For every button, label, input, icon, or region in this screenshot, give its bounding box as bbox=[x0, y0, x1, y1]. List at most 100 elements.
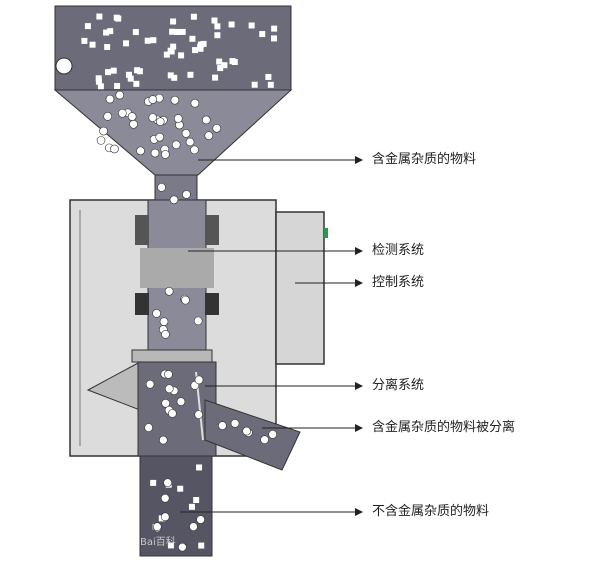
label-detection-system: 检测系统 bbox=[372, 243, 425, 258]
particle bbox=[202, 115, 211, 125]
particle bbox=[229, 58, 236, 65]
particle bbox=[164, 384, 174, 394]
hopper-funnel bbox=[53, 89, 293, 176]
particle bbox=[196, 464, 203, 471]
particle bbox=[163, 478, 172, 488]
particle bbox=[152, 309, 161, 318]
label-control-system: 控制系统 bbox=[372, 275, 425, 290]
particle bbox=[204, 131, 214, 140]
particle bbox=[113, 14, 120, 21]
particle bbox=[144, 37, 151, 44]
particle bbox=[169, 28, 176, 35]
particle bbox=[134, 67, 141, 74]
particle bbox=[96, 136, 106, 145]
particle bbox=[190, 145, 199, 155]
particle bbox=[161, 398, 170, 408]
particle bbox=[170, 18, 177, 25]
particle bbox=[167, 47, 174, 54]
particle bbox=[196, 515, 205, 524]
particle bbox=[177, 485, 184, 492]
watermark: Bai百科 bbox=[140, 537, 176, 548]
particle bbox=[152, 522, 162, 532]
particle bbox=[105, 69, 112, 76]
separation-chamber bbox=[137, 361, 217, 457]
particle bbox=[193, 497, 200, 504]
particle bbox=[214, 32, 221, 39]
particle bbox=[95, 75, 102, 82]
particle bbox=[161, 330, 170, 339]
particle bbox=[170, 43, 177, 50]
particle bbox=[129, 119, 138, 129]
particle bbox=[159, 435, 168, 445]
reject-chute bbox=[204, 399, 301, 471]
particle bbox=[271, 25, 278, 32]
label-clean-output: 不含金属杂质的物料 bbox=[372, 504, 490, 519]
particle bbox=[187, 71, 194, 78]
particle bbox=[150, 37, 157, 44]
particle bbox=[107, 28, 114, 35]
label-separation-system: 分离系统 bbox=[372, 378, 425, 393]
particle bbox=[168, 409, 177, 418]
particle bbox=[97, 83, 104, 90]
particle bbox=[169, 195, 179, 205]
particle bbox=[164, 370, 173, 379]
label-separated-material: 含金属杂质的物料被分离 bbox=[372, 420, 516, 435]
particle bbox=[148, 95, 158, 104]
particle bbox=[181, 129, 191, 138]
particle bbox=[268, 430, 277, 439]
particle bbox=[148, 113, 158, 122]
particle bbox=[178, 52, 185, 59]
particle bbox=[110, 144, 119, 154]
control-box bbox=[275, 211, 325, 365]
particle bbox=[103, 29, 110, 36]
particle bbox=[216, 58, 223, 65]
particle bbox=[157, 183, 166, 192]
particle bbox=[150, 479, 157, 486]
particle bbox=[125, 71, 132, 78]
particle bbox=[190, 13, 197, 20]
detection-band bbox=[140, 248, 214, 288]
particle bbox=[155, 132, 165, 142]
particle bbox=[96, 13, 103, 20]
particle bbox=[242, 426, 251, 436]
particle bbox=[176, 397, 186, 406]
particle bbox=[115, 90, 125, 100]
particle bbox=[198, 542, 205, 549]
particle bbox=[136, 146, 145, 156]
particle bbox=[260, 435, 269, 445]
particle bbox=[230, 419, 240, 428]
particle bbox=[114, 82, 121, 89]
particle bbox=[104, 43, 111, 50]
particle bbox=[167, 542, 174, 549]
particle bbox=[248, 22, 255, 29]
particle bbox=[170, 95, 180, 105]
particle bbox=[159, 317, 169, 326]
particle bbox=[214, 23, 221, 30]
particle bbox=[144, 423, 153, 432]
particle bbox=[271, 35, 278, 42]
particle bbox=[103, 112, 112, 121]
particle bbox=[194, 410, 203, 419]
particle bbox=[189, 522, 198, 531]
particle bbox=[155, 117, 165, 126]
particle bbox=[84, 23, 91, 30]
particle bbox=[150, 148, 160, 158]
particle bbox=[171, 74, 178, 81]
particle bbox=[161, 150, 170, 159]
particle bbox=[212, 74, 219, 81]
particle bbox=[179, 28, 186, 35]
particle bbox=[89, 41, 96, 48]
particle bbox=[182, 190, 191, 199]
particle bbox=[267, 81, 274, 88]
particle bbox=[194, 375, 204, 385]
particle bbox=[200, 40, 207, 47]
particle bbox=[99, 126, 108, 136]
particle bbox=[160, 512, 170, 522]
particle bbox=[171, 140, 181, 150]
particle bbox=[127, 75, 134, 82]
particle bbox=[123, 40, 130, 47]
particle bbox=[259, 31, 266, 38]
particle bbox=[132, 29, 139, 36]
